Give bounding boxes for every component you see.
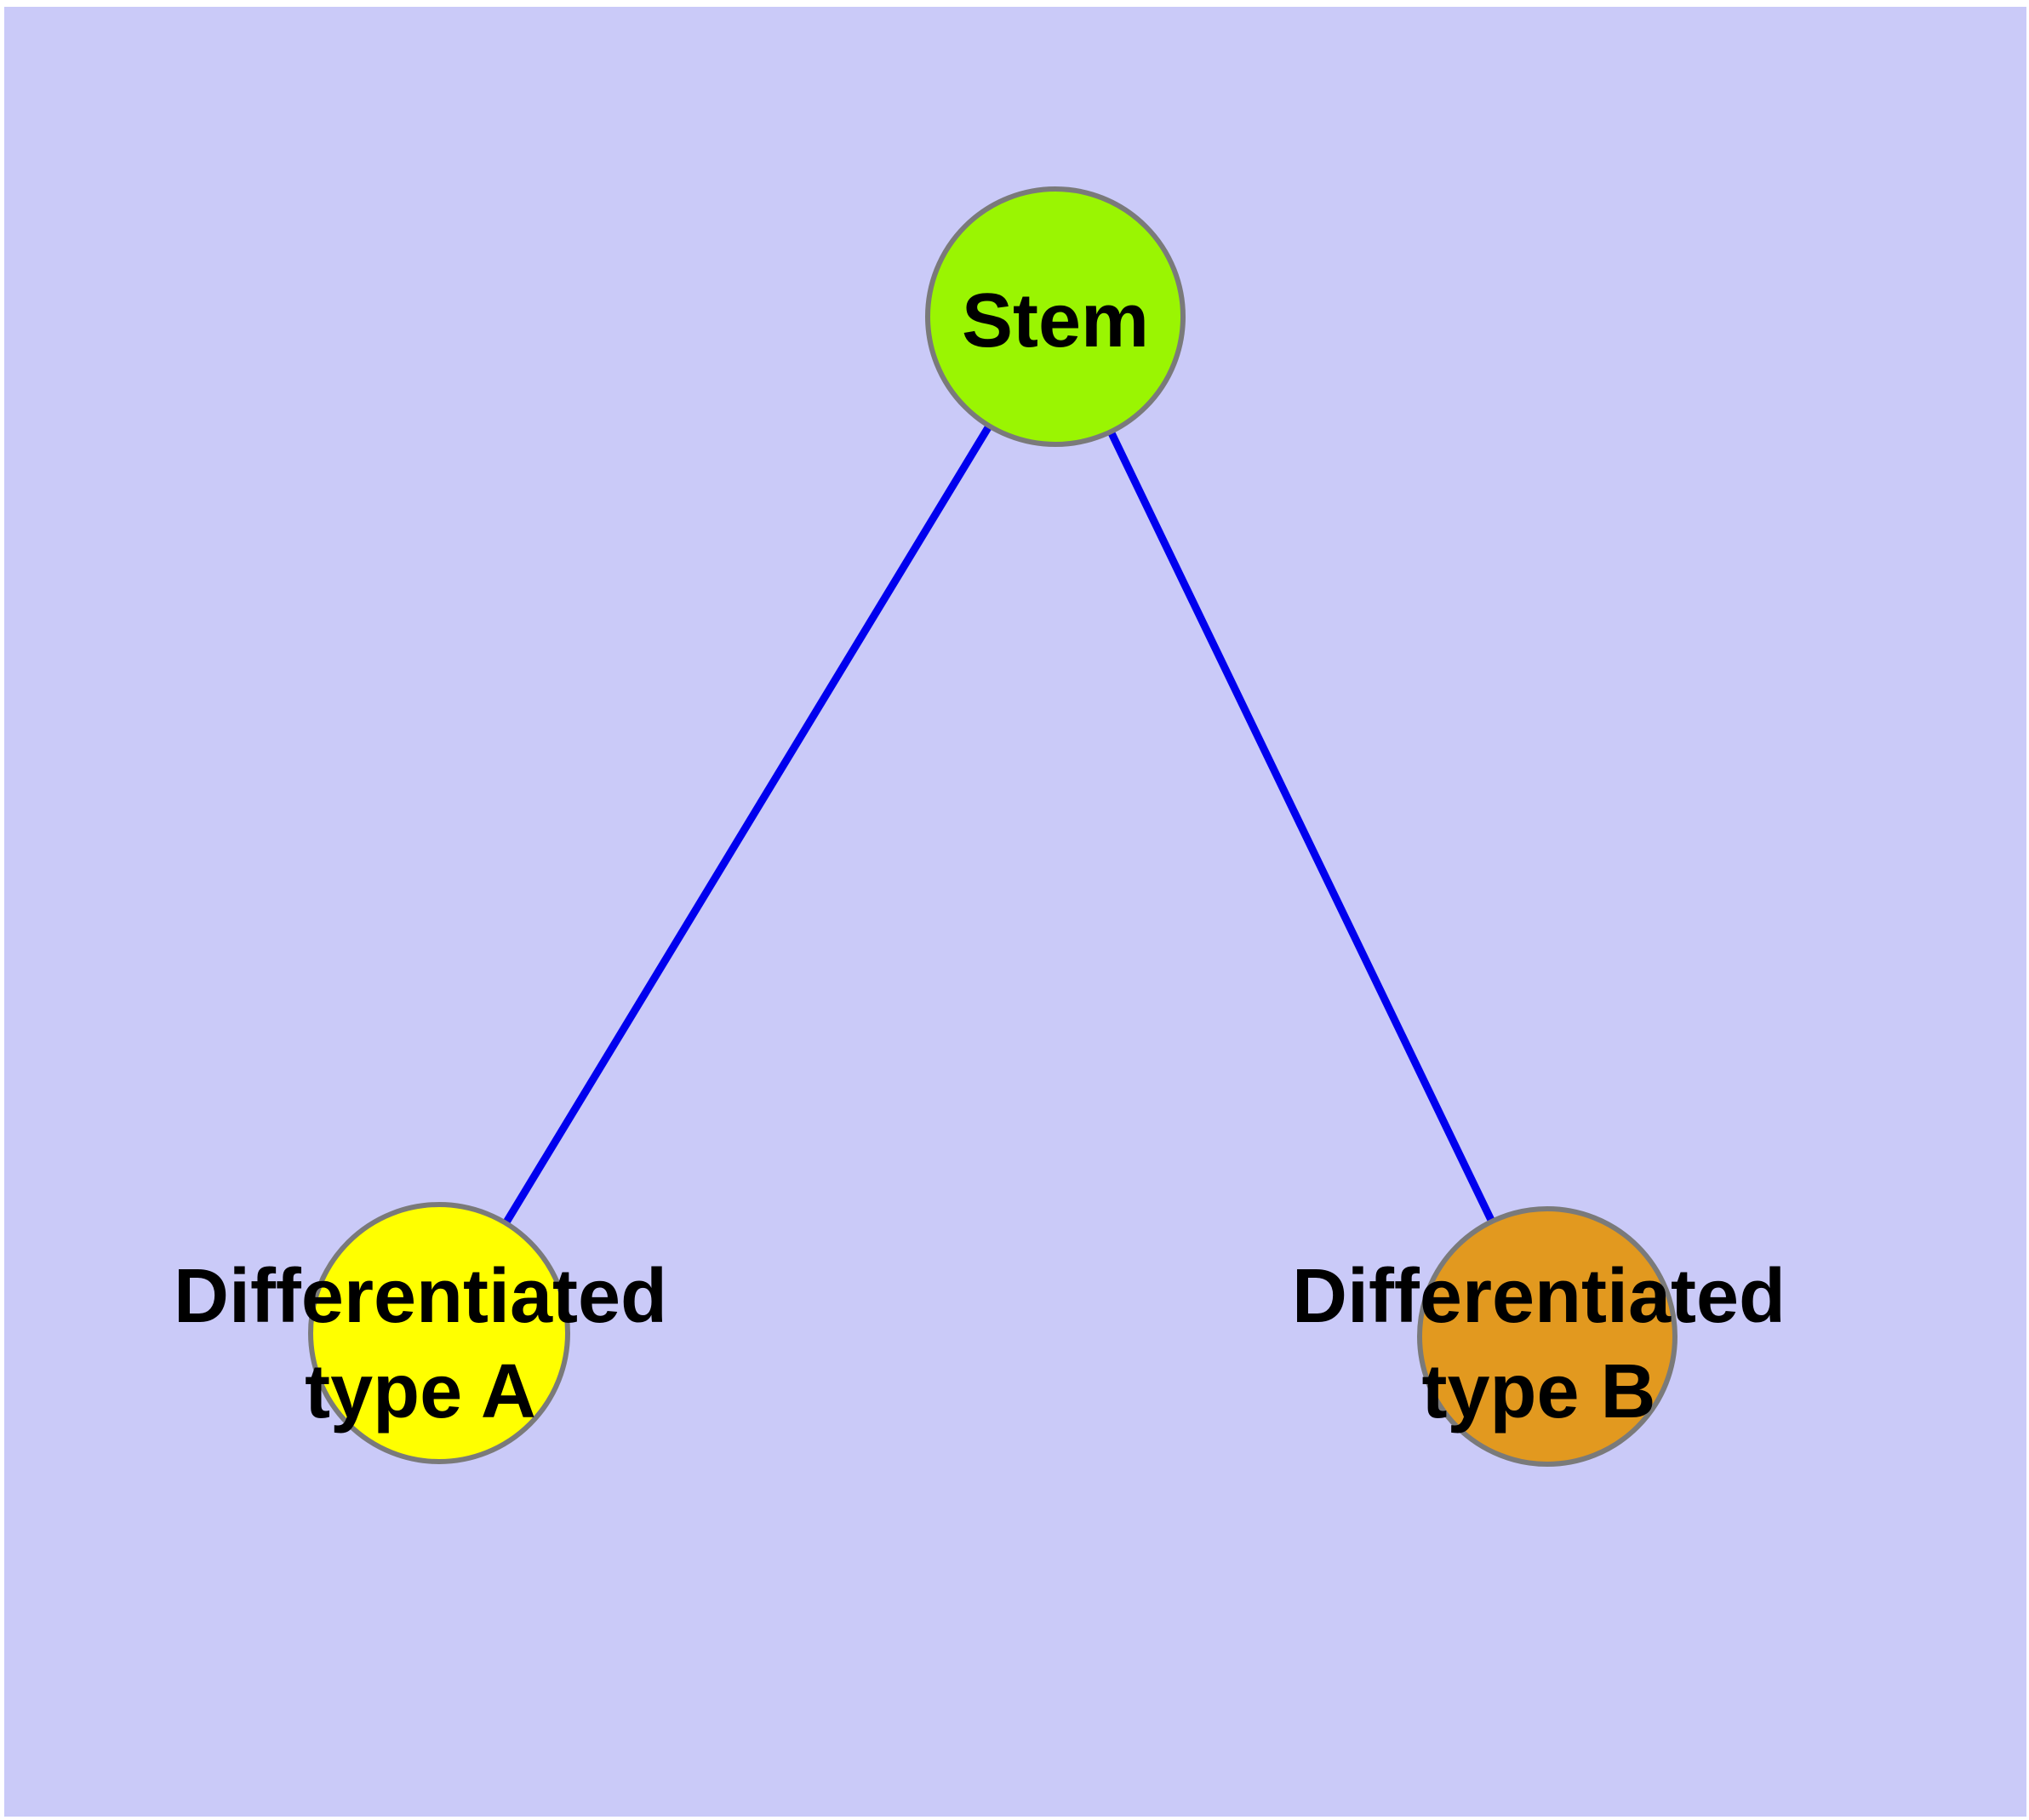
edge-stem-to-type-a [436,314,1059,1336]
node-label-type-b-line2: type B [1421,1349,1655,1434]
node-label-type-a-line2: type A [305,1349,536,1434]
node-label-type-a-line1: Differentiated [174,1254,667,1339]
node-type-a [308,1202,570,1464]
node-type-b [1417,1206,1677,1467]
node-label-stem: Stem [962,278,1149,363]
node-stem [925,186,1186,447]
node-label-type-b-line1: Differentiated [1292,1254,1786,1339]
edge-stem-to-type-b [1051,315,1552,1338]
